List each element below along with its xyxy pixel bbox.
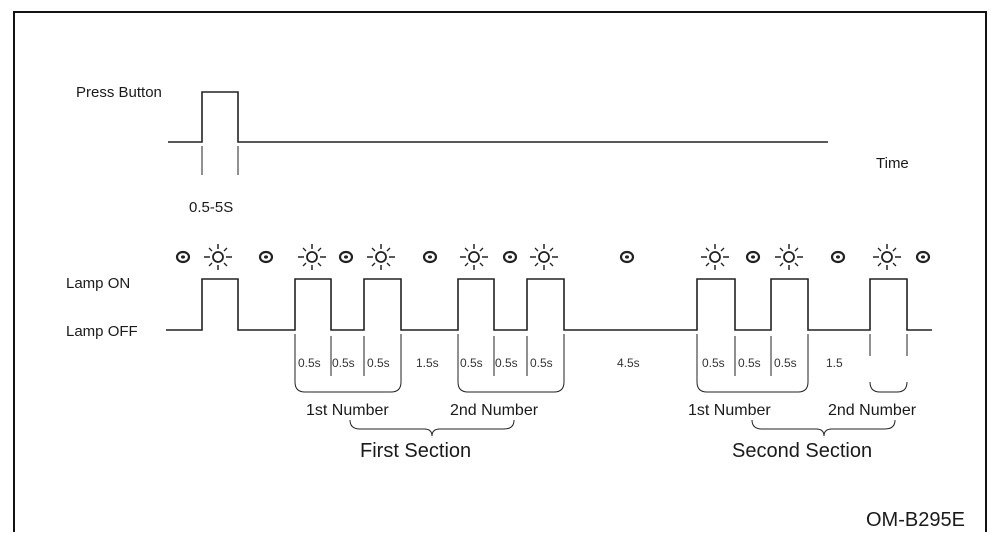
second-number-label: 2nd Number [450,402,539,419]
lamp-on-icon [459,243,489,271]
interval-label: 4.5s [617,356,640,370]
lamp-off-icon [619,250,635,264]
lamp-on-icon [529,243,559,271]
interval-label: 1.5s [416,356,439,370]
second-number-label: 2nd Number [828,402,917,419]
lamp-on-icon [203,243,233,271]
interval-label: 0.5s [367,356,390,370]
lamp-on-icon [700,243,730,271]
lamp-off-icon [745,250,761,264]
lamp-off-icon [175,250,191,264]
interval-ticks [294,334,908,382]
first-number-label: 1st Number [688,402,771,419]
second-section-label: Second Section [732,440,872,462]
interval-label: 0.5s [530,356,553,370]
interval-label: 0.5s [460,356,483,370]
lamp-on-icon [366,243,396,271]
interval-label: 0.5s [774,356,797,370]
lamp-off-icon [258,250,274,264]
lamp-off-icon [830,250,846,264]
interval-label: 0.5s [738,356,761,370]
press-duration-label: 0.5-5S [189,199,233,216]
press-button-waveform [168,91,828,143]
interval-label: 0.5s [495,356,518,370]
lamp-off-label: Lamp OFF [66,323,138,340]
interval-label: 0.5s [298,356,321,370]
lamp-waveform [166,278,932,331]
second-section-brace [751,419,896,437]
lamp-on-icon [774,243,804,271]
time-label: Time [876,155,909,172]
interval-label: 1.5 [826,356,843,370]
first-number-bracket [696,381,809,393]
interval-label: 0.5s [702,356,725,370]
lamp-off-icon [422,250,438,264]
lamp-off-icon [915,250,931,264]
first-section-brace [349,419,515,437]
second-number-bracket [869,381,908,393]
lamp-on-icon [297,243,327,271]
second-number-bracket [457,381,565,393]
first-number-label: 1st Number [306,402,389,419]
lamp-on-icon [872,243,902,271]
diagram-frame [13,11,987,537]
lamp-off-icon [338,250,354,264]
lamp-on-label: Lamp ON [66,275,130,292]
press-button-label: Press Button [76,84,162,101]
first-number-bracket [294,381,402,393]
lamp-off-icon [502,250,518,264]
first-section-label: First Section [360,440,471,462]
interval-label: 0.5s [332,356,355,370]
figure-code: OM-B295E [866,509,965,531]
